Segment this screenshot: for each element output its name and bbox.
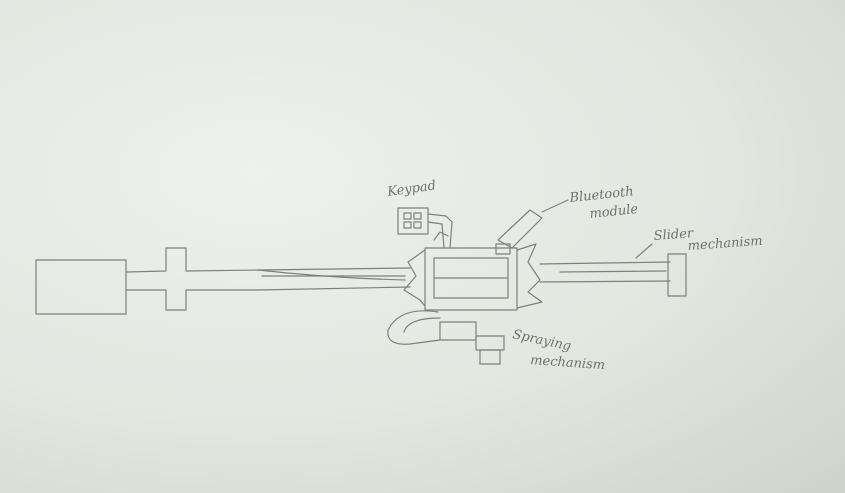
label-bluetooth-line2: module xyxy=(589,202,639,222)
spraying-mechanism xyxy=(388,311,504,364)
bluetooth-leader xyxy=(542,200,568,212)
label-keypad: Keypad xyxy=(385,178,436,200)
label-slider-line2: mechanism xyxy=(687,234,763,254)
rod-taper xyxy=(258,270,405,280)
slider-end-cap xyxy=(668,254,686,296)
label-spraying-line2: mechanism xyxy=(530,353,606,373)
slider-leader xyxy=(636,244,652,258)
central-housing xyxy=(404,244,542,310)
keypad xyxy=(398,208,452,248)
label-spraying-line1: Spraying xyxy=(511,327,572,354)
slider-rod xyxy=(540,262,670,282)
handle-block xyxy=(36,260,126,314)
cross-guard xyxy=(126,248,258,310)
